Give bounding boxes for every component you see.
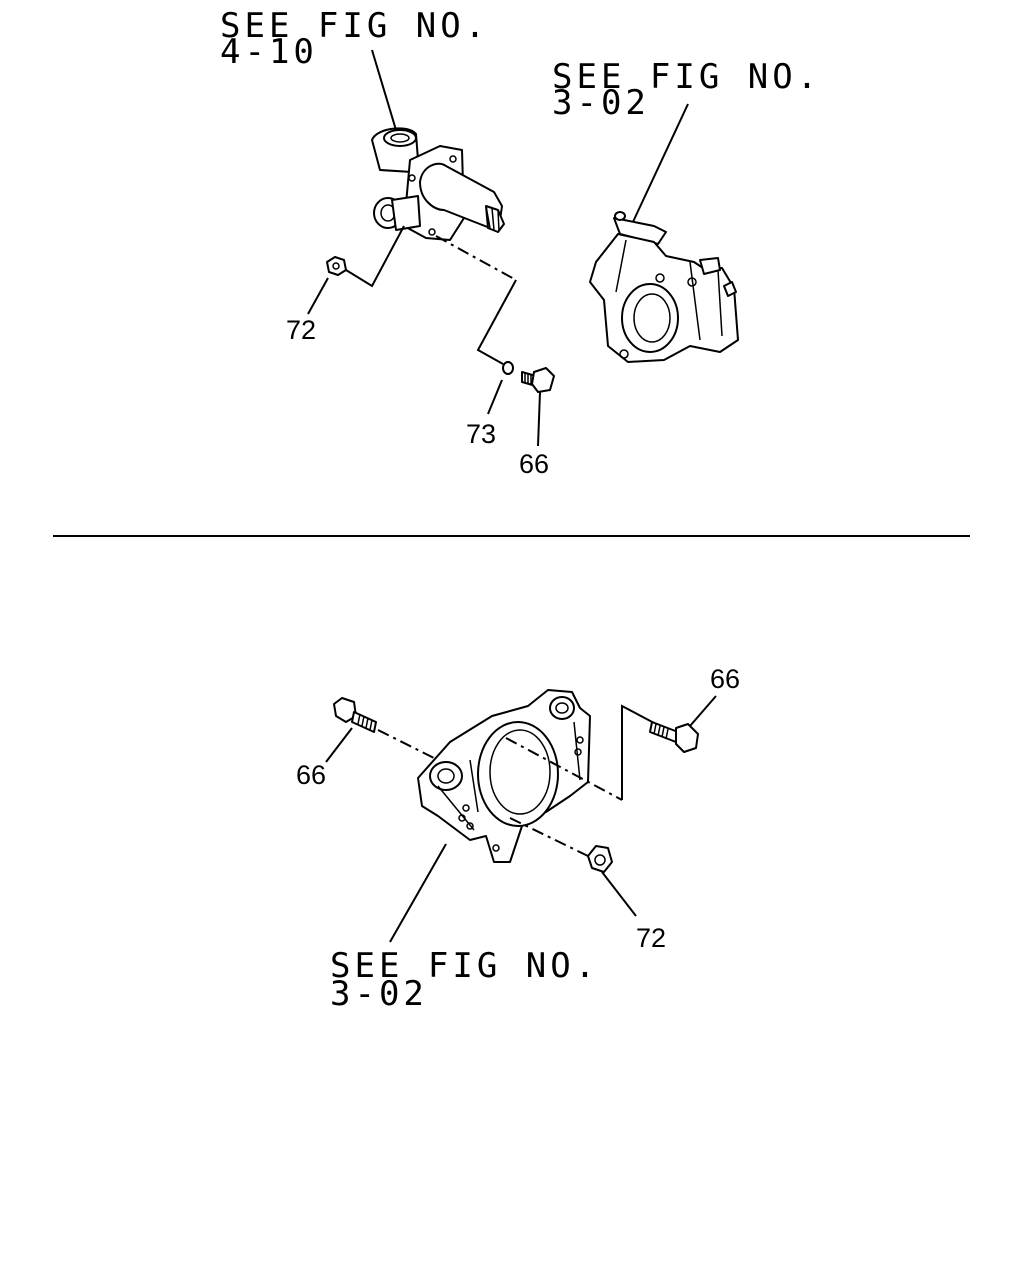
- nut-assembly-line: [345, 225, 405, 288]
- bolt-centerline-right: [505, 737, 623, 801]
- label-72-leader: [307, 277, 329, 315]
- label-66-upper: 66: [519, 449, 549, 479]
- ref-bracket-leader: [631, 103, 689, 225]
- nut-72-upper: [326, 256, 347, 276]
- bolt-assembly-line-right: [621, 704, 657, 800]
- ref-knuckle-leader: [371, 49, 397, 131]
- brake-caliper: [417, 689, 591, 863]
- label-72-lower-leader: [601, 871, 637, 917]
- upper-section: SEE FIG NO. 4-10 SEE FIG NO. 3-02: [220, 6, 821, 479]
- bolt-assembly-line: [476, 279, 517, 365]
- label-66-upper-leader: [537, 391, 541, 447]
- ref-caliper-line2: 3-02: [330, 974, 428, 1014]
- mounting-bracket: [589, 211, 739, 363]
- ref-bracket-line1: SEE FIG NO.: [552, 57, 821, 97]
- nut-centerline: [509, 817, 589, 857]
- ref-knuckle-line1: SEE FIG NO.: [220, 6, 489, 46]
- label-66-lower-left: 66: [296, 760, 326, 790]
- lower-section: 66 66: [296, 664, 740, 1014]
- label-66-lower-right: 66: [710, 664, 740, 694]
- ref-caliper-leader: [389, 843, 447, 943]
- label-72-upper: 72: [286, 315, 316, 345]
- steering-knuckle: [371, 127, 505, 241]
- bolt-centerline-upper: [435, 235, 517, 281]
- bolt-66-lower-right: [649, 721, 699, 753]
- label-73: 73: [466, 419, 496, 449]
- ref-bracket-line2: 3-02: [552, 83, 650, 123]
- ref-caliper-line1: SEE FIG NO.: [330, 946, 599, 986]
- nut-72-lower: [587, 845, 613, 873]
- bolt-centerline-left: [377, 729, 439, 761]
- label-73-leader: [487, 379, 503, 415]
- ref-knuckle-line2: 4-10: [220, 32, 318, 72]
- washer-73: [502, 361, 514, 375]
- bolt-66-upper: [521, 367, 555, 393]
- label-72-lower: 72: [636, 923, 666, 953]
- label-66-right-leader: [689, 695, 717, 727]
- bolt-66-lower-left: [333, 697, 377, 733]
- label-66-left-leader: [325, 727, 353, 763]
